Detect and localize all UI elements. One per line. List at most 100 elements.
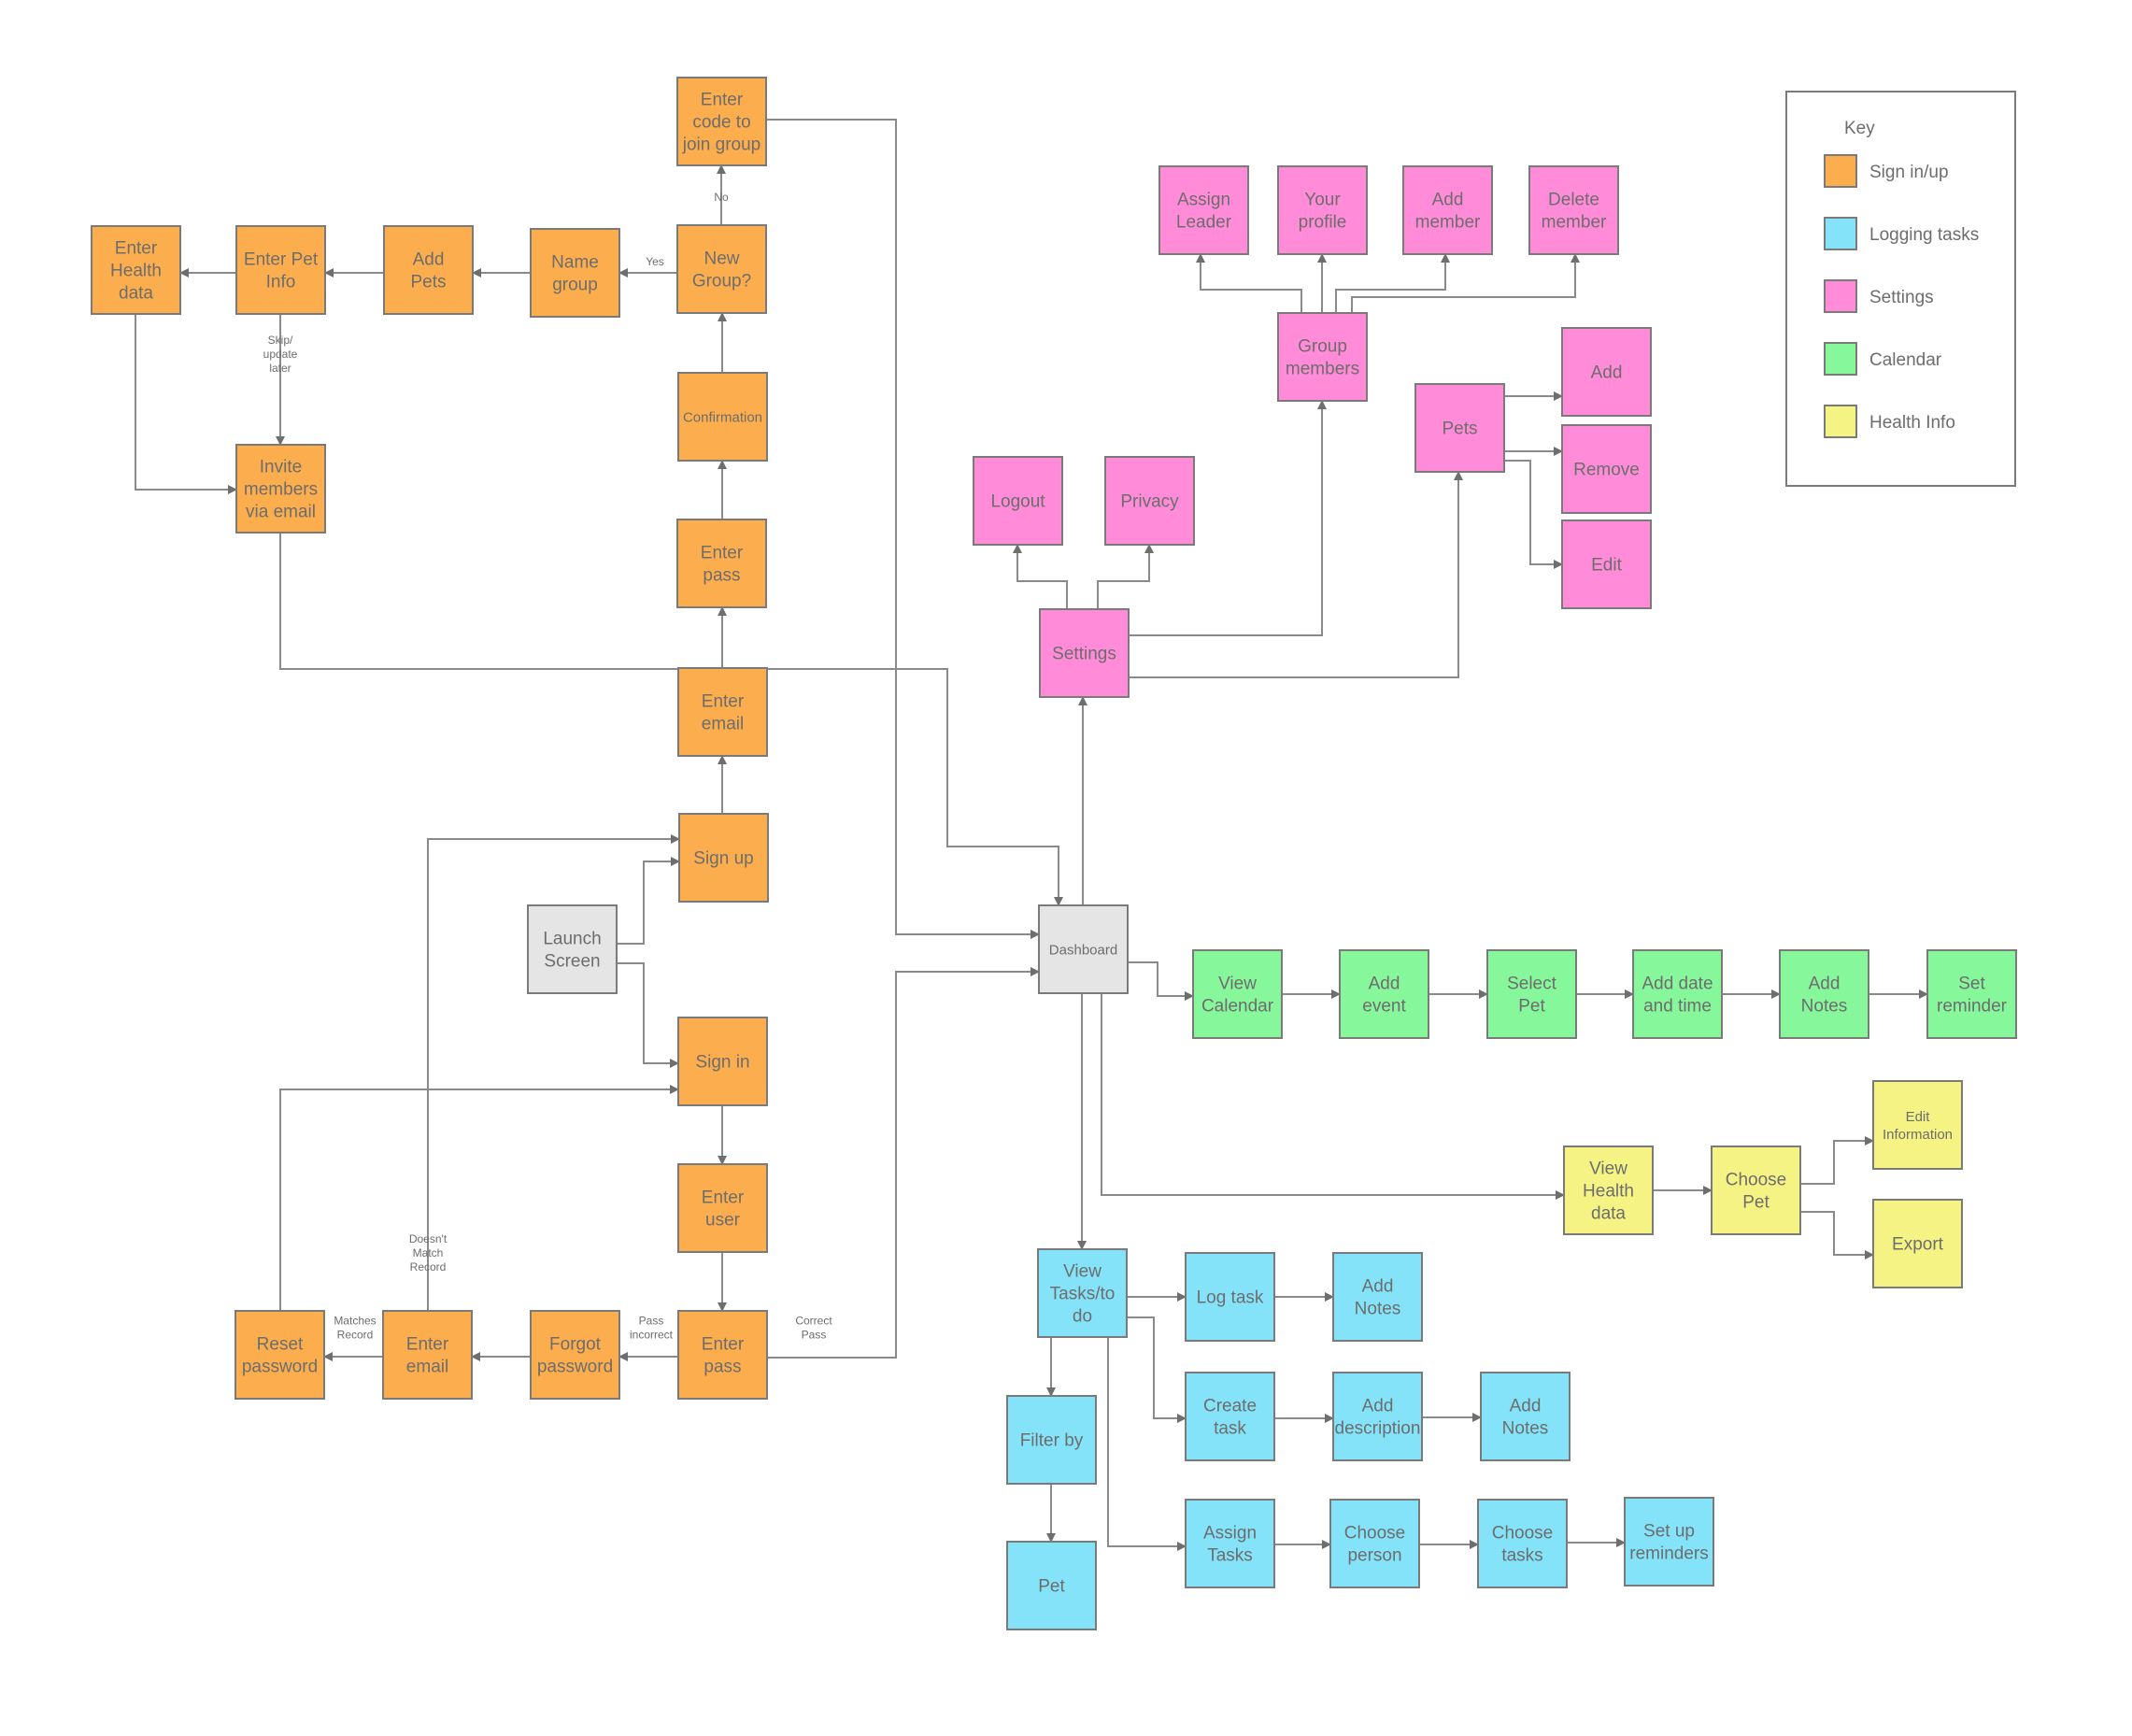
node-box: [1332, 1252, 1423, 1342]
node-box: [1561, 424, 1652, 514]
node-log-task[interactable]: Log task: [1185, 1252, 1275, 1342]
node-box: [677, 667, 768, 757]
node-pets[interactable]: Pets: [1414, 383, 1505, 473]
node-sign-in[interactable]: Sign in: [677, 1017, 768, 1106]
node-export[interactable]: Export: [1872, 1199, 1963, 1288]
node-pets-edit[interactable]: Edit: [1561, 519, 1652, 609]
node-label: Confirmation: [683, 409, 762, 425]
edge-label: No: [714, 191, 729, 204]
node-box: [677, 372, 768, 462]
node-box: [1632, 949, 1723, 1039]
edge-view-tasks-to-assign-tasks: [1107, 1337, 1187, 1551]
edge-invite-to-dashboard: [279, 533, 1063, 906]
node-box: [1158, 165, 1249, 255]
legend-label-signin: Sign in/up: [1869, 163, 1949, 182]
node-logout[interactable]: Logout: [973, 456, 1063, 546]
node-box: [1185, 1252, 1275, 1342]
node-label: Sign up: [693, 849, 753, 869]
node-box: [235, 225, 326, 315]
node-privacy[interactable]: Privacy: [1104, 456, 1195, 546]
node-box: [235, 444, 326, 534]
node-box: [676, 519, 767, 608]
edge-choose-pet-to-edit-info: [1800, 1136, 1874, 1185]
node-label: Dashboard: [1049, 942, 1117, 958]
node-sign-up[interactable]: Sign up: [678, 813, 769, 903]
node-pets-remove[interactable]: Remove: [1561, 424, 1652, 514]
legend-label-settings: Settings: [1869, 288, 1934, 307]
node-settings[interactable]: Settings: [1039, 608, 1130, 698]
node-box: [382, 1310, 473, 1400]
node-box: [1563, 1145, 1654, 1235]
legend-swatch-settings: [1824, 279, 1857, 313]
node-dashboard[interactable]: Dashboard: [1038, 904, 1129, 994]
node-filter-pet[interactable]: Pet: [1006, 1541, 1097, 1630]
edge-enter-email-in-to-sign-up: [427, 834, 680, 1311]
node-box: [677, 1310, 768, 1400]
node-box: [1624, 1497, 1714, 1587]
node-box: [1480, 1372, 1571, 1461]
node-box: [1277, 165, 1368, 255]
node-pets-add[interactable]: Add: [1561, 327, 1652, 417]
node-label: Sign in: [695, 1053, 749, 1073]
node-box: [1711, 1145, 1801, 1235]
node-confirmation[interactable]: Confirmation: [677, 372, 768, 462]
node-filter-by[interactable]: Filter by: [1006, 1395, 1097, 1485]
node-box: [1872, 1199, 1963, 1288]
edge-reset-to-sign-in: [279, 1085, 679, 1311]
